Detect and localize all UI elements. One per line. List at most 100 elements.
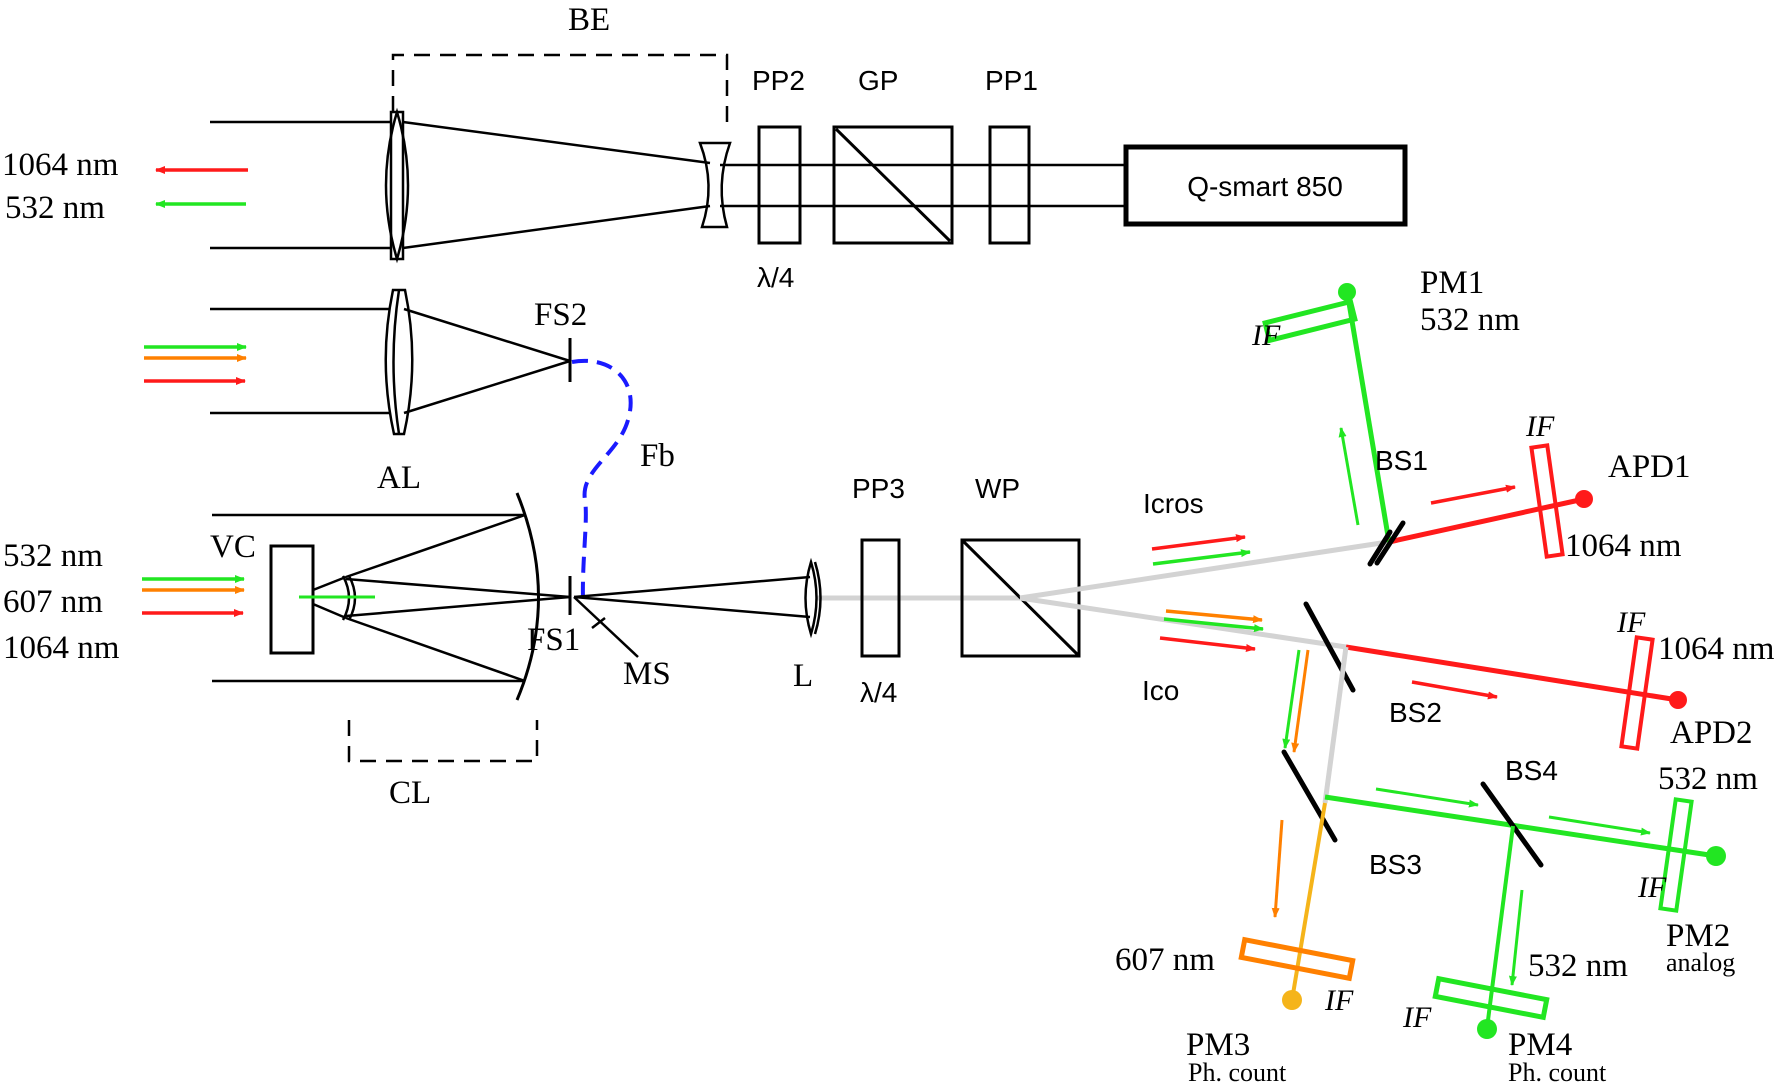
- pm3-name: PM3: [1186, 1027, 1250, 1063]
- pm2-wl: 532 nm: [1658, 761, 1758, 797]
- al-ray-bottom: [403, 359, 571, 415]
- pp3-lambda-label: λ/4: [860, 677, 897, 708]
- fs1-label: FS1: [527, 622, 580, 658]
- out-wl-1064-label: 1064 nm: [2, 147, 119, 183]
- ico-arrow-orange: [1165, 609, 1263, 624]
- in-wl-532-label: 532 nm: [3, 538, 103, 574]
- pm4-if-label: IF: [1402, 1001, 1432, 1034]
- apd1-arrow: [1430, 484, 1516, 505]
- pm1-name: PM1: [1420, 265, 1484, 301]
- apd2-if-label: IF: [1616, 606, 1646, 639]
- fiber-label: Fb: [640, 438, 675, 474]
- icros-beam: [1019, 539, 1389, 601]
- pp1-plate: [988, 125, 1031, 245]
- pm1-wl: 532 nm: [1420, 302, 1520, 338]
- gp-prism: [832, 125, 954, 245]
- bs1-splitter-lower: [1367, 529, 1393, 567]
- pm4-wl: 532 nm: [1528, 948, 1628, 984]
- bs3-in-arrow-orange: [1291, 649, 1310, 753]
- fiber-bundle: [571, 358, 633, 601]
- polarization-section: L PP3 λ/4 WP Icros Ico: [573, 473, 1389, 708]
- bs3-splitter: [1281, 749, 1338, 843]
- pm3-arrow: [1271, 819, 1284, 918]
- cl-bracket: [347, 720, 539, 763]
- laser-box: [1123, 144, 1408, 227]
- pm3-detector: [1282, 990, 1302, 1010]
- be-bracket: [391, 53, 729, 128]
- bs4-label: BS4: [1505, 755, 1558, 786]
- detection-channels: IF PM1 532 nm IF APD1 1064 nm BS1 IF 106…: [1115, 265, 1775, 1086]
- l-label: L: [793, 658, 813, 694]
- pm1-if-label: IF: [1251, 319, 1281, 352]
- pm1-beam: [1345, 296, 1392, 543]
- pm4-arrow: [1508, 889, 1524, 986]
- ico-label: Ico: [1142, 675, 1179, 706]
- apd2-detector: [1669, 691, 1687, 709]
- icros-arrow-green: [1152, 549, 1251, 566]
- apd1-if-label: IF: [1525, 410, 1555, 443]
- pm4-mode: Ph. count: [1508, 1058, 1607, 1086]
- pp2-plate: [757, 125, 802, 245]
- bs2-splitter: [1303, 601, 1356, 693]
- receiver-telescope-section: VC FS1 MS CL 532 nm 607 nm 1064 nm: [3, 492, 671, 811]
- emitter-section: BE PP2 λ/4 GP PP1 Q-smart 850: [2, 2, 1408, 293]
- apd1-if-filter: [1529, 443, 1565, 559]
- bs1-label: BS1: [1375, 445, 1428, 476]
- bs3-label: BS3: [1369, 849, 1422, 880]
- apd2-beam: [1345, 644, 1679, 703]
- pm2-mode: analog: [1666, 948, 1735, 977]
- apd1-beam: [1388, 496, 1585, 545]
- pm2-beam: [1324, 794, 1717, 859]
- pm4-name: PM4: [1508, 1027, 1572, 1063]
- bs1-splitter: [1374, 520, 1406, 566]
- be-concave-lens: [698, 141, 732, 229]
- l-lens: [804, 557, 822, 639]
- l-ray-bottom: [573, 595, 811, 619]
- apd1-wl: 1064 nm: [1565, 528, 1682, 564]
- be-ray-bottom: [402, 204, 711, 250]
- cl-ray-2: [312, 602, 347, 620]
- pm4-detector: [1477, 1019, 1497, 1039]
- al-lens: [384, 288, 414, 436]
- pm3-if-label: IF: [1324, 984, 1354, 1017]
- pm3-if-filter: [1238, 936, 1356, 982]
- wp-prism: [960, 538, 1081, 658]
- cl-ray-5: [345, 577, 571, 599]
- pp3-plate: [860, 538, 901, 658]
- ms-label: MS: [623, 656, 671, 692]
- in-wl-607-label: 607 nm: [3, 584, 103, 620]
- be-label: BE: [568, 2, 610, 38]
- cl-primary-mirror: [515, 492, 540, 701]
- pm1-detector: [1338, 283, 1356, 301]
- vc-box: [269, 544, 315, 655]
- apd1-detector: [1575, 490, 1593, 508]
- bs2-label: BS2: [1389, 697, 1442, 728]
- al-label: AL: [377, 460, 421, 496]
- icros-label: Icros: [1143, 488, 1204, 519]
- ico-arrow-red: [1159, 636, 1256, 652]
- pm2-if-label: IF: [1637, 871, 1667, 904]
- icros-arrow-red: [1151, 534, 1246, 551]
- be-convex-lens: [384, 107, 410, 264]
- apd2-wl: 1064 nm: [1658, 631, 1775, 667]
- pm2-detector: [1706, 846, 1726, 866]
- l-ray-top: [573, 575, 811, 599]
- pm2-if-filter: [1658, 797, 1694, 913]
- ms-mirror: [573, 596, 639, 658]
- apd1-name: APD1: [1608, 449, 1691, 485]
- in-wl-1064-label: 1064 nm: [3, 630, 120, 666]
- vc-label: VC: [210, 529, 256, 565]
- pm4-beam: [1485, 825, 1515, 1029]
- pp3-label: PP3: [852, 473, 905, 504]
- out-wl-532-label: 532 nm: [5, 190, 105, 226]
- ico-arrow-green: [1163, 617, 1264, 633]
- be-ray-top: [402, 120, 711, 165]
- wp-label: WP: [975, 473, 1020, 504]
- pm3-wl: 607 nm: [1115, 942, 1215, 978]
- pm4-if-filter: [1432, 975, 1550, 1021]
- laser-label: Q-smart 850: [1187, 171, 1343, 202]
- receiver-fiber-section: FS2 AL Fb: [144, 288, 675, 601]
- cl-ray-1: [312, 575, 347, 592]
- pm2-arrow: [1548, 815, 1651, 836]
